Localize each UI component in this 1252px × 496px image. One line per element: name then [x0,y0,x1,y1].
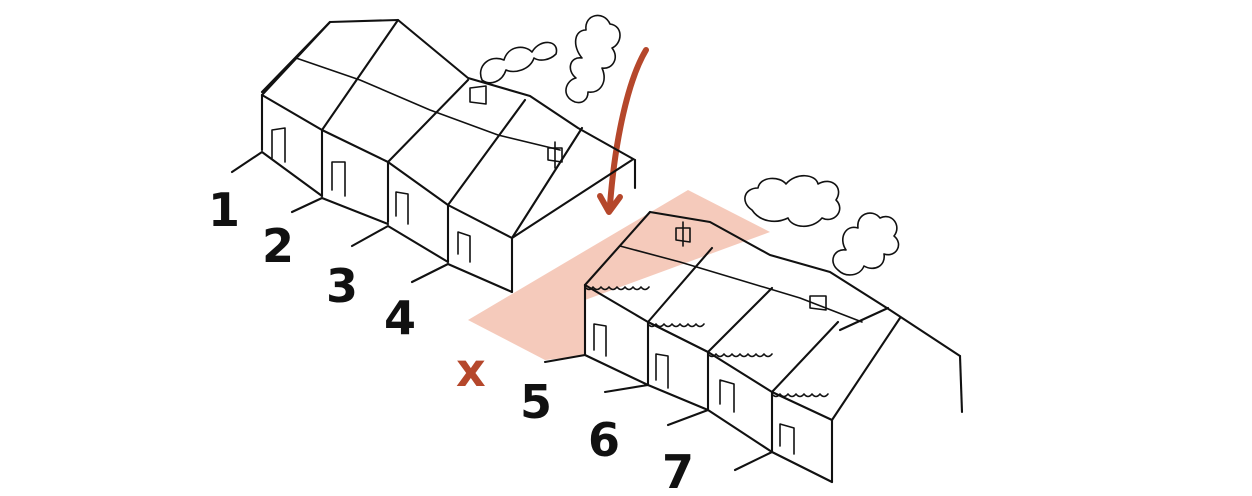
unit-label-3: 3 [326,259,358,313]
removed-house-marker: x [456,343,486,397]
right-house-block [543,210,964,484]
unit-label-1: 1 [208,183,240,237]
arrow-down-red-icon [597,47,649,215]
unit-label-6: 6 [588,413,620,467]
chimney-smoke-cloud-icon [479,14,621,104]
unit-label-7: 7 [662,445,694,496]
unit-label-5: 5 [520,375,552,429]
removed-house-shadow [468,190,770,360]
chimney-smoke-cloud-icon [744,174,900,276]
unit-label-2: 2 [262,219,294,273]
unit-label-4: 4 [384,291,416,345]
left-house-block [230,18,637,294]
